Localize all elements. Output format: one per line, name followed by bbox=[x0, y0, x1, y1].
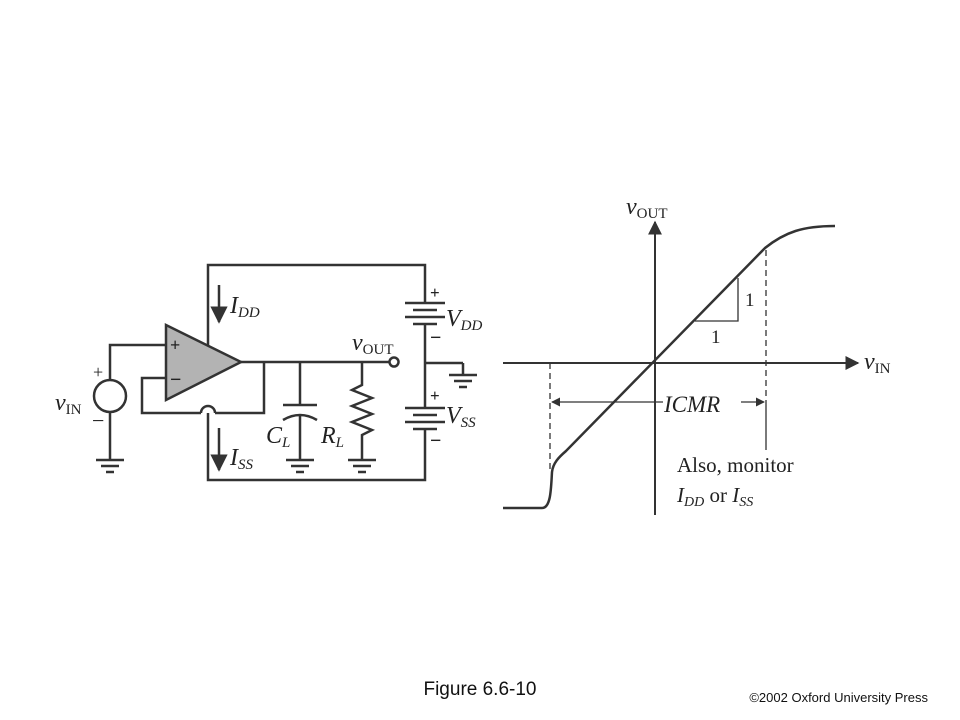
vin-input-wire bbox=[108, 343, 166, 380]
cl-label: CL bbox=[266, 423, 290, 451]
slope-rise-label: 1 bbox=[745, 290, 755, 311]
feedback-wire bbox=[215, 362, 266, 415]
vdd-minus-sign: − bbox=[430, 327, 441, 349]
vout-terminal bbox=[388, 356, 400, 368]
figure-caption: Figure 6.6-10 bbox=[423, 679, 537, 700]
circuit-labels: + − + − vIN IDD ISS vOUT + − + − VDD VSS… bbox=[55, 283, 483, 473]
slope-triangle bbox=[695, 278, 739, 322]
feedback-crossover bbox=[199, 404, 217, 414]
x-axis-label: vIN bbox=[864, 349, 891, 377]
bottom-rail-wire bbox=[206, 413, 427, 482]
vss-plus-sign: + bbox=[430, 386, 440, 405]
circuit-diagram bbox=[92, 263, 477, 482]
graph-labels: ICMR vOUT vIN 1 1 Also, monitor IDD or I… bbox=[626, 194, 891, 510]
opamp-minus-sign: − bbox=[170, 369, 181, 391]
slope-run-label: 1 bbox=[711, 327, 721, 348]
load-resistor bbox=[348, 362, 376, 474]
vdd-plus-sign: + bbox=[430, 283, 440, 302]
opamp-triangle bbox=[164, 322, 244, 403]
vin-ground-symbol bbox=[96, 458, 124, 474]
vss-label: VSS bbox=[446, 403, 476, 431]
feedback-return-wire bbox=[140, 376, 201, 415]
vdd-battery bbox=[405, 290, 445, 332]
y-axis-label: vOUT bbox=[626, 194, 667, 222]
transfer-curve bbox=[503, 224, 836, 510]
load-capacitor bbox=[282, 362, 318, 474]
vss-minus-sign: − bbox=[430, 430, 441, 452]
vout-label: vOUT bbox=[352, 330, 393, 358]
supply-ground-symbol bbox=[449, 373, 477, 389]
idd-label: IDD bbox=[229, 293, 260, 321]
icmr-label: ICMR bbox=[663, 392, 720, 417]
vdd-label: VDD bbox=[446, 306, 483, 334]
top-rail-wire bbox=[206, 263, 427, 360]
vss-battery bbox=[405, 395, 445, 440]
monitor-note-line2: IDD or ISS bbox=[676, 483, 753, 510]
vin-plus-sign: + bbox=[93, 362, 103, 382]
iss-label: ISS bbox=[229, 445, 254, 473]
opamp-plus-sign: + bbox=[170, 335, 180, 355]
vin-label: vIN bbox=[55, 390, 82, 418]
monitor-note-line1: Also, monitor bbox=[677, 453, 794, 477]
rl-label: RL bbox=[320, 423, 344, 451]
copyright-notice: ©2002 Oxford University Press bbox=[749, 690, 928, 705]
icmr-label-background bbox=[663, 392, 741, 414]
vin-minus-sign: − bbox=[92, 408, 104, 433]
vin-source bbox=[92, 378, 128, 414]
transfer-characteristic-graph bbox=[503, 220, 860, 515]
